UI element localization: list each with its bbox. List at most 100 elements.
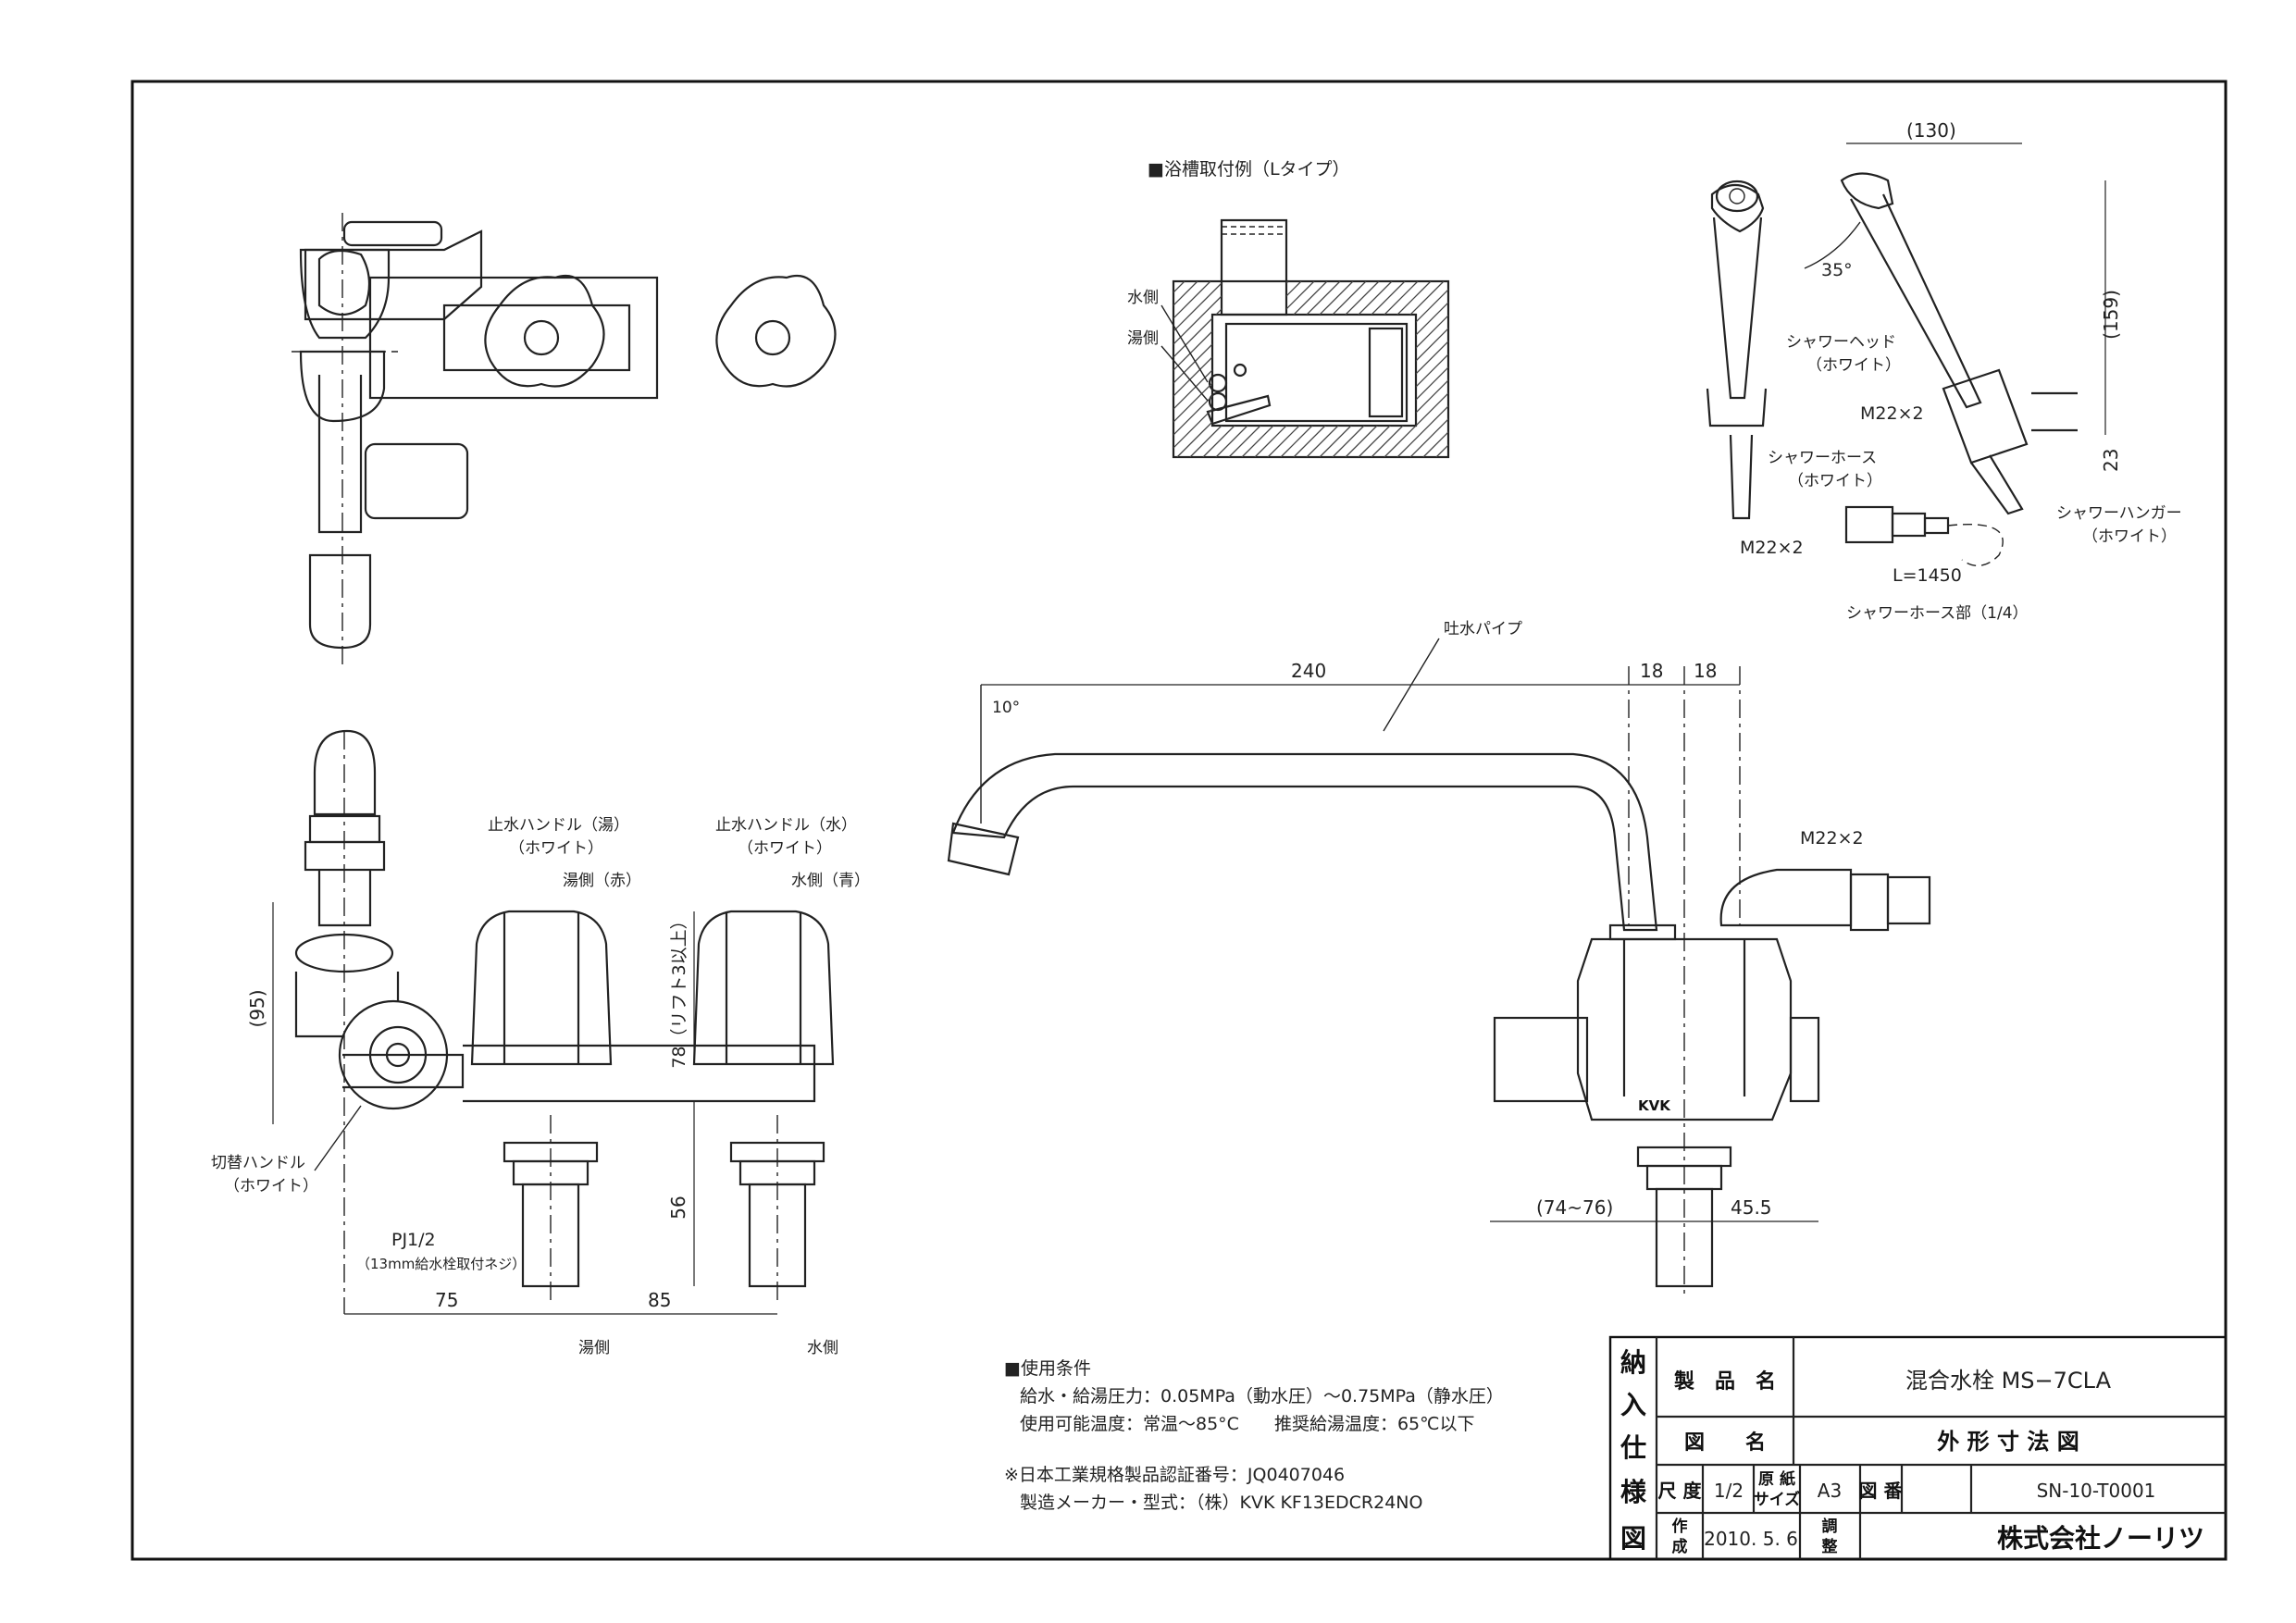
side-view: KVK 240 18 18 10° 吐水パイプ M22×2 (74~76) 45… [947,620,1931,1295]
cert-number: ※日本工業規格製品認証番号：JQ0407046 [1004,1465,1345,1485]
cold-mark: 水側（青） [791,872,870,890]
hatch-line [1202,281,1380,457]
sheet-border [130,80,2228,1561]
bathtub-install-example: ■浴槽取付例（Lタイプ） 水側 湯側 [970,159,1638,459]
paper-value: A3 [1818,1480,1842,1502]
hatch-line [1449,281,1625,457]
vlabel-1: 納 [1620,1347,1646,1378]
hatch-line [1422,281,1448,457]
made-label-1: 作 [1672,1517,1688,1536]
hose-color: （ホワイト） [1788,472,1882,490]
scale-label: 尺 度 [1658,1480,1703,1502]
hatch-line [1371,281,1448,457]
product-name-value: 混合水栓 MS−7CLA [1905,1368,2112,1394]
shower-head-color: （ホワイト） [1806,356,1901,375]
hatch-line [1189,281,1367,457]
hatch-line [1396,281,1448,457]
dim-75: 75 [435,1289,458,1311]
hatch-line [1176,281,1354,457]
dim-18b: 18 [1694,660,1717,682]
title-block: 納 入 仕 様 図 製 品 名 混合水栓 MS−7CLA 図 名 外 形 寸 法… [1608,1335,2228,1561]
hatch-line [1173,281,1328,457]
plan-view [292,213,837,666]
drawing-no-value: SN-10-T0001 [2037,1480,2156,1502]
vlabel-5: 図 [1620,1523,1646,1554]
hanger-label: シャワーハンガー [2056,504,2182,523]
vlabel-3: 仕 [1620,1432,1646,1463]
hatch-line [1462,281,1638,457]
hatch-line [1435,281,1448,457]
hatch-line [1173,281,1211,457]
adjust-label-1: 調 [1822,1517,1838,1536]
hatch-line [1173,281,1250,457]
hatch-line [1254,281,1432,457]
hatch-line [1215,281,1393,457]
hot-side-bottom: 湯側 [578,1339,610,1357]
scale-value: 1/2 [1714,1480,1744,1502]
maker-model: 製造メーカー・型式：（株）KVK KF13EDCR24NO [1020,1493,1422,1513]
hanger-thread: M22×2 [1860,403,1924,424]
made-date: 2010. 5. 6 [1704,1528,1798,1550]
hatch-line [1384,281,1448,457]
drawing-no-label: 図 番 [1859,1480,1904,1502]
drawing-name-label: 図 名 [1684,1431,1766,1455]
dim-85: 85 [648,1289,671,1311]
hatch-line [1358,281,1448,457]
dim-159: (159) [2100,290,2122,340]
front-handle-cold [692,910,835,1066]
hatch-line [1173,281,1185,457]
hanger-color: （ホワイト） [2082,527,2177,546]
company-name: 株式会社ノーリツ [1997,1523,2204,1554]
brand-mark: KVK [1638,1097,1671,1114]
hose-thread: M22×2 [1740,538,1804,558]
paper-label-1: 原 紙 [1758,1469,1795,1489]
vlabel-4: 様 [1620,1477,1647,1507]
plan-handle-cold [715,274,837,388]
dim-78: 78（リフト3以上） [669,911,689,1068]
hatch-line [970,281,1146,457]
hatch-line [1173,281,1237,457]
shower-assembly: (130) (159) 23 35° シャワーヘッド （ホワイト） M22×2 … [1706,119,2182,623]
switch-handle-color: （ホワイト） [224,1177,318,1196]
side-thread: M22×2 [1800,828,1864,849]
dim-23: 23 [2100,449,2122,472]
front-view: (95) 78（リフト3以上） 56 75 85 止水ハンドル（湯） （ホワイト… [211,729,870,1357]
label-hot-side: 湯側 [1127,329,1159,348]
hatch-line [1173,281,1341,457]
dim-56: 56 [667,1196,689,1219]
handle-hot-color: （ホワイト） [509,839,603,858]
made-label-2: 成 [1672,1537,1688,1556]
hot-mark: 湯側（赤） [563,872,641,890]
thread-pj: PJ1/2 [391,1230,436,1250]
shower-head-label: シャワーヘッド [1786,333,1896,352]
plan-handle-hot [484,274,605,388]
install-title: ■浴槽取付例（Lタイプ） [1148,159,1350,180]
vlabel-2: 入 [1620,1390,1646,1420]
dim-95: (95) [246,989,268,1027]
dim-18a: 18 [1640,660,1663,682]
hose-label: シャワーホース [1768,449,1877,467]
handle-cold-label: 止水ハンドル（水） [715,816,857,835]
shower-caption: シャワーホース部（1/4） [1846,604,2029,623]
hatch-line [983,281,1159,457]
conditions-line2: 使用可能温度：常温～85°C 推奨給湯温度：65℃以下 [1020,1414,1474,1434]
handle-hot-label: 止水ハンドル（湯） [488,816,629,835]
dim-130: (130) [1906,119,1956,142]
hatch-line [1173,281,1276,457]
spout-label: 吐水パイプ [1444,620,1522,638]
hatch-line [1293,281,1448,457]
drawing-name-value: 外 形 寸 法 図 [1937,1429,2079,1455]
hatch-line [1306,281,1448,457]
paper-label-2: サイズ [1754,1490,1801,1509]
hatch-line [1345,281,1448,457]
label-water-side: 水側 [1127,289,1159,307]
hatch-line [1228,281,1406,457]
thread-note: （13mm給水栓取付ネジ） [356,1256,526,1272]
handle-cold-color: （ホワイト） [738,839,832,858]
hatch-line [1332,281,1448,457]
cold-side-bottom: 水側 [807,1339,838,1357]
dim-74-76: (74~76) [1536,1196,1613,1219]
switch-handle-label: 切替ハンドル [211,1154,305,1172]
hatch-line [1409,281,1448,457]
